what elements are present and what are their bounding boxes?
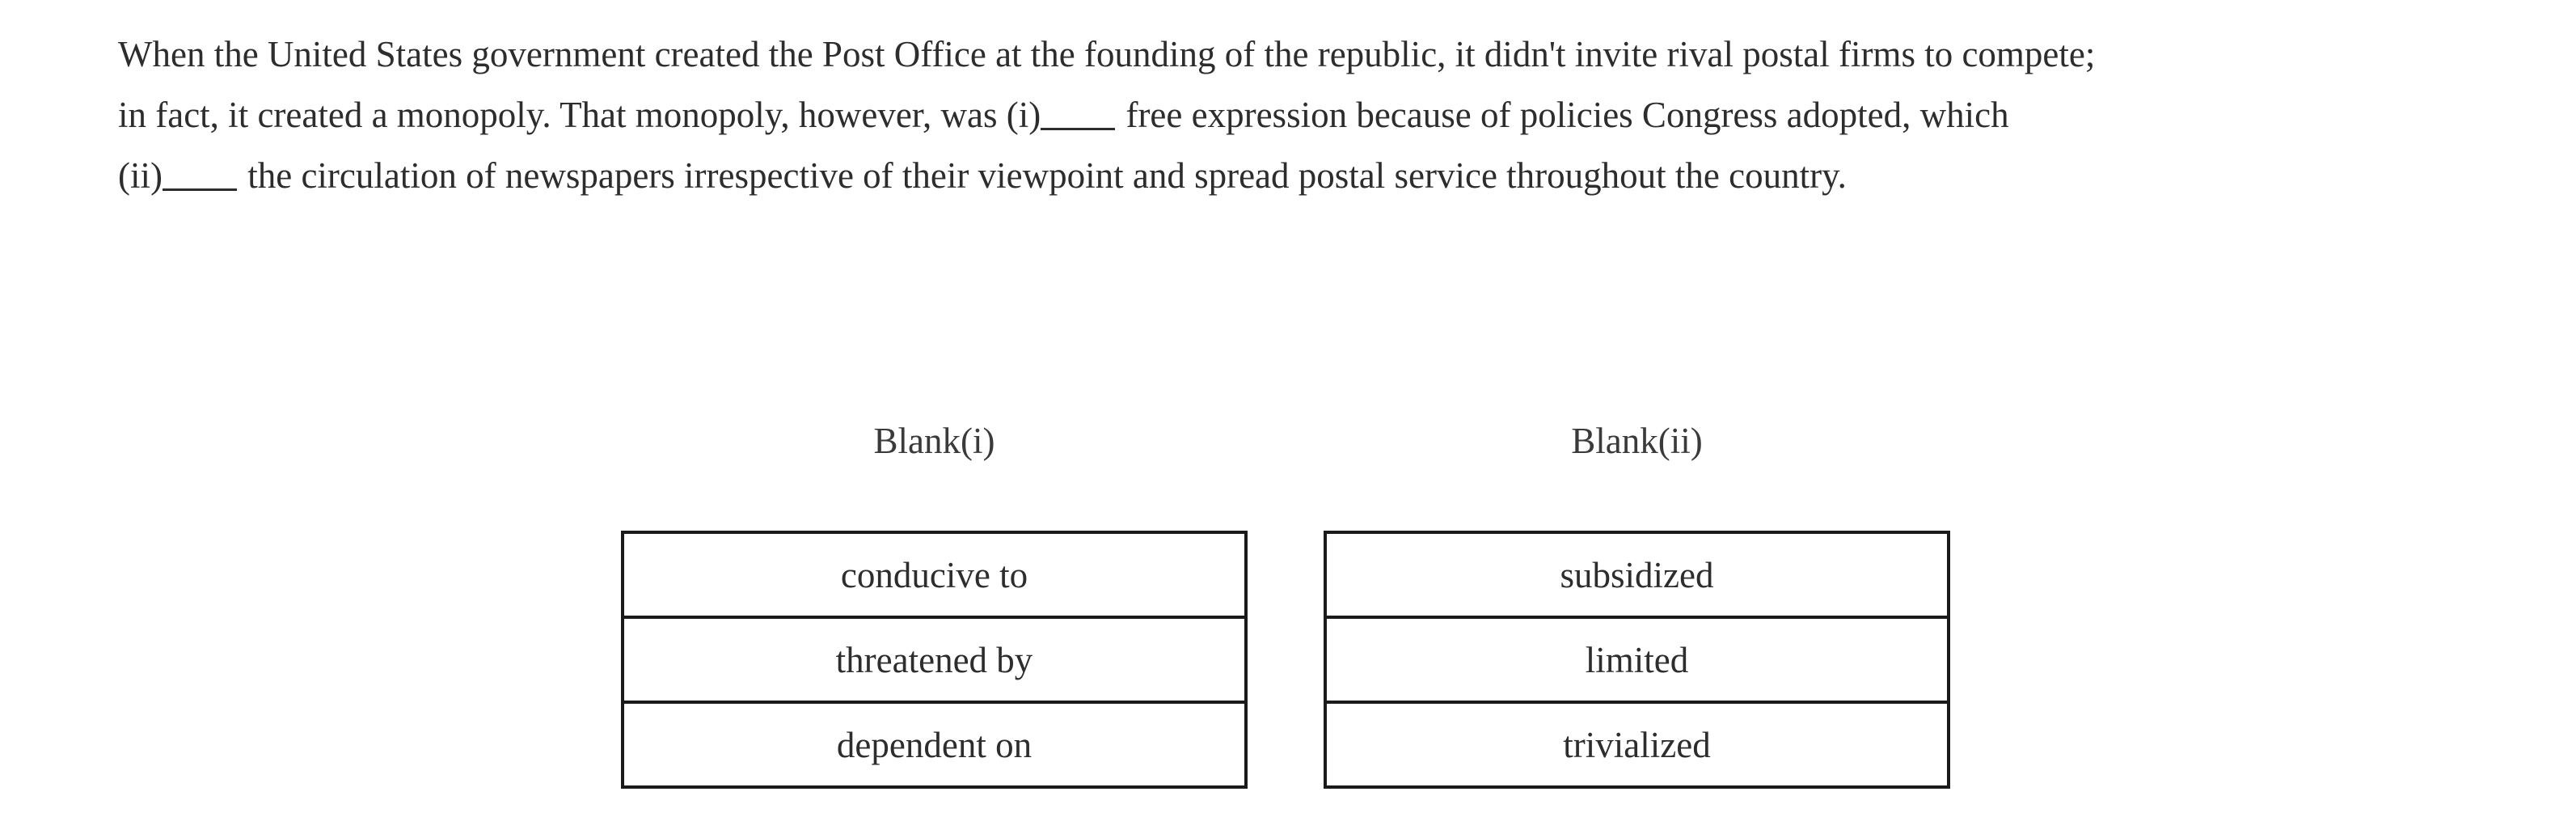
passage-text: When the United States government create… (118, 24, 2463, 206)
option-row[interactable]: trivialized (1325, 702, 1949, 787)
passage-line-1-text: When the United States government create… (118, 34, 2096, 74)
option-blank-ii-2[interactable]: limited (1585, 639, 1689, 680)
column-header-blank-ii: Blank(ii) (1571, 421, 1703, 461)
passage-line-2-text-after: free expression because of policies Cong… (1117, 95, 2009, 135)
option-row[interactable]: conducive to (623, 532, 1246, 617)
option-blank-ii-3[interactable]: trivialized (1563, 724, 1711, 765)
column-header-blank-i: Blank(i) (873, 421, 995, 461)
option-blank-i-3[interactable]: dependent on (836, 724, 1033, 765)
passage-line-3-text-before: (ii) (118, 155, 163, 196)
blank-i-rule (1041, 128, 1116, 130)
passage-line-3-text-after: the circulation of newspapers irrespecti… (238, 155, 1847, 196)
passage-line-2-text-before: in fact, it created a monopoly. That mon… (118, 95, 1041, 135)
option-blank-i-2[interactable]: threatened by (835, 639, 1033, 680)
option-row[interactable]: dependent on (623, 702, 1246, 787)
option-row[interactable]: limited (1325, 617, 1949, 702)
passage-line-3: (ii) the circulation of newspapers irres… (118, 146, 2463, 206)
option-blank-i-1[interactable]: conducive to (840, 554, 1028, 595)
blank-ii-rule (162, 188, 237, 191)
option-table-blank-ii: subsidized limited trivialized (1324, 531, 1950, 789)
option-table-blank-i: conducive to threatened by dependent on (621, 531, 1248, 789)
option-row[interactable]: threatened by (623, 617, 1246, 702)
passage-line-1: When the United States government create… (118, 24, 2463, 85)
option-row[interactable]: subsidized (1325, 532, 1949, 617)
option-blank-ii-1[interactable]: subsidized (1560, 554, 1714, 595)
passage-line-2: in fact, it created a monopoly. That mon… (118, 85, 2463, 146)
